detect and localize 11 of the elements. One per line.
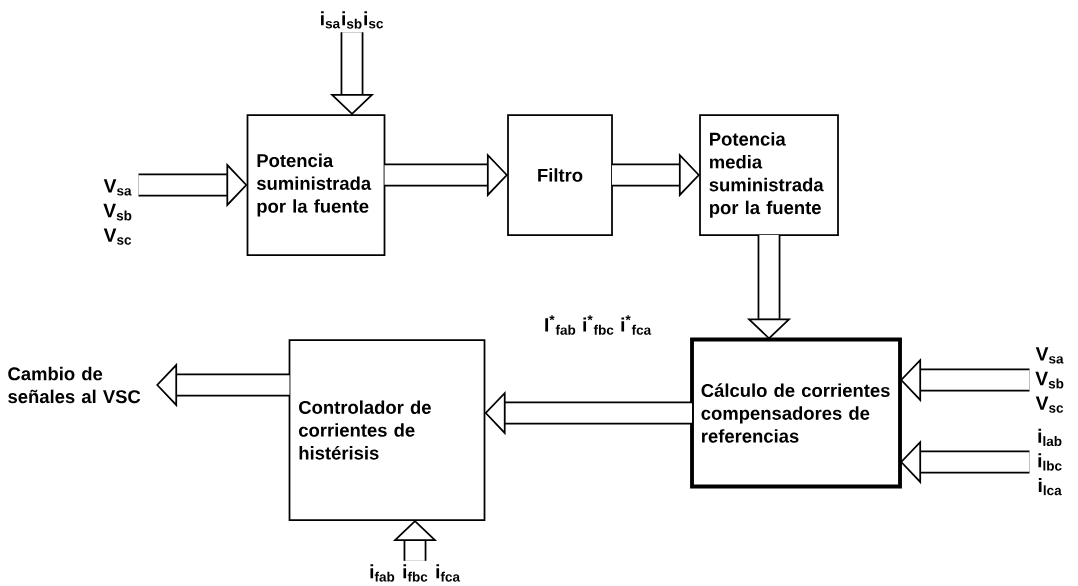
signal-label: i$_{fab}$ i$_{fbc}$ i$_{fca}$	[370, 564, 461, 582]
signal-label: V$_{sa}$ V$_{sb}$ V$_{sc}$	[103, 179, 132, 245]
signal-label: i$_{lab}$ i$_{lbc}$ i$_{lca}$	[1038, 428, 1062, 496]
process-box: Potencia media suministrada por la fuente	[699, 114, 839, 236]
process-box: Controlador de corrientes de histérisis	[288, 339, 486, 521]
signal-label: I$^{*}$$_{fab}$ i$^{*}$$_{fbc}$ i$^{*}$fca	[545, 315, 652, 335]
signal-label: i$_{sa}$i$_{sb}$i$_{sc}$	[321, 11, 384, 29]
process-box: Potencia suministrada por la fuente	[246, 114, 386, 256]
output-label: Cambio de señales al VSC	[8, 366, 141, 404]
process-box: Filtro	[507, 114, 613, 236]
process-box: Cálculo de corrientes compensadores de referencias	[690, 337, 902, 489]
